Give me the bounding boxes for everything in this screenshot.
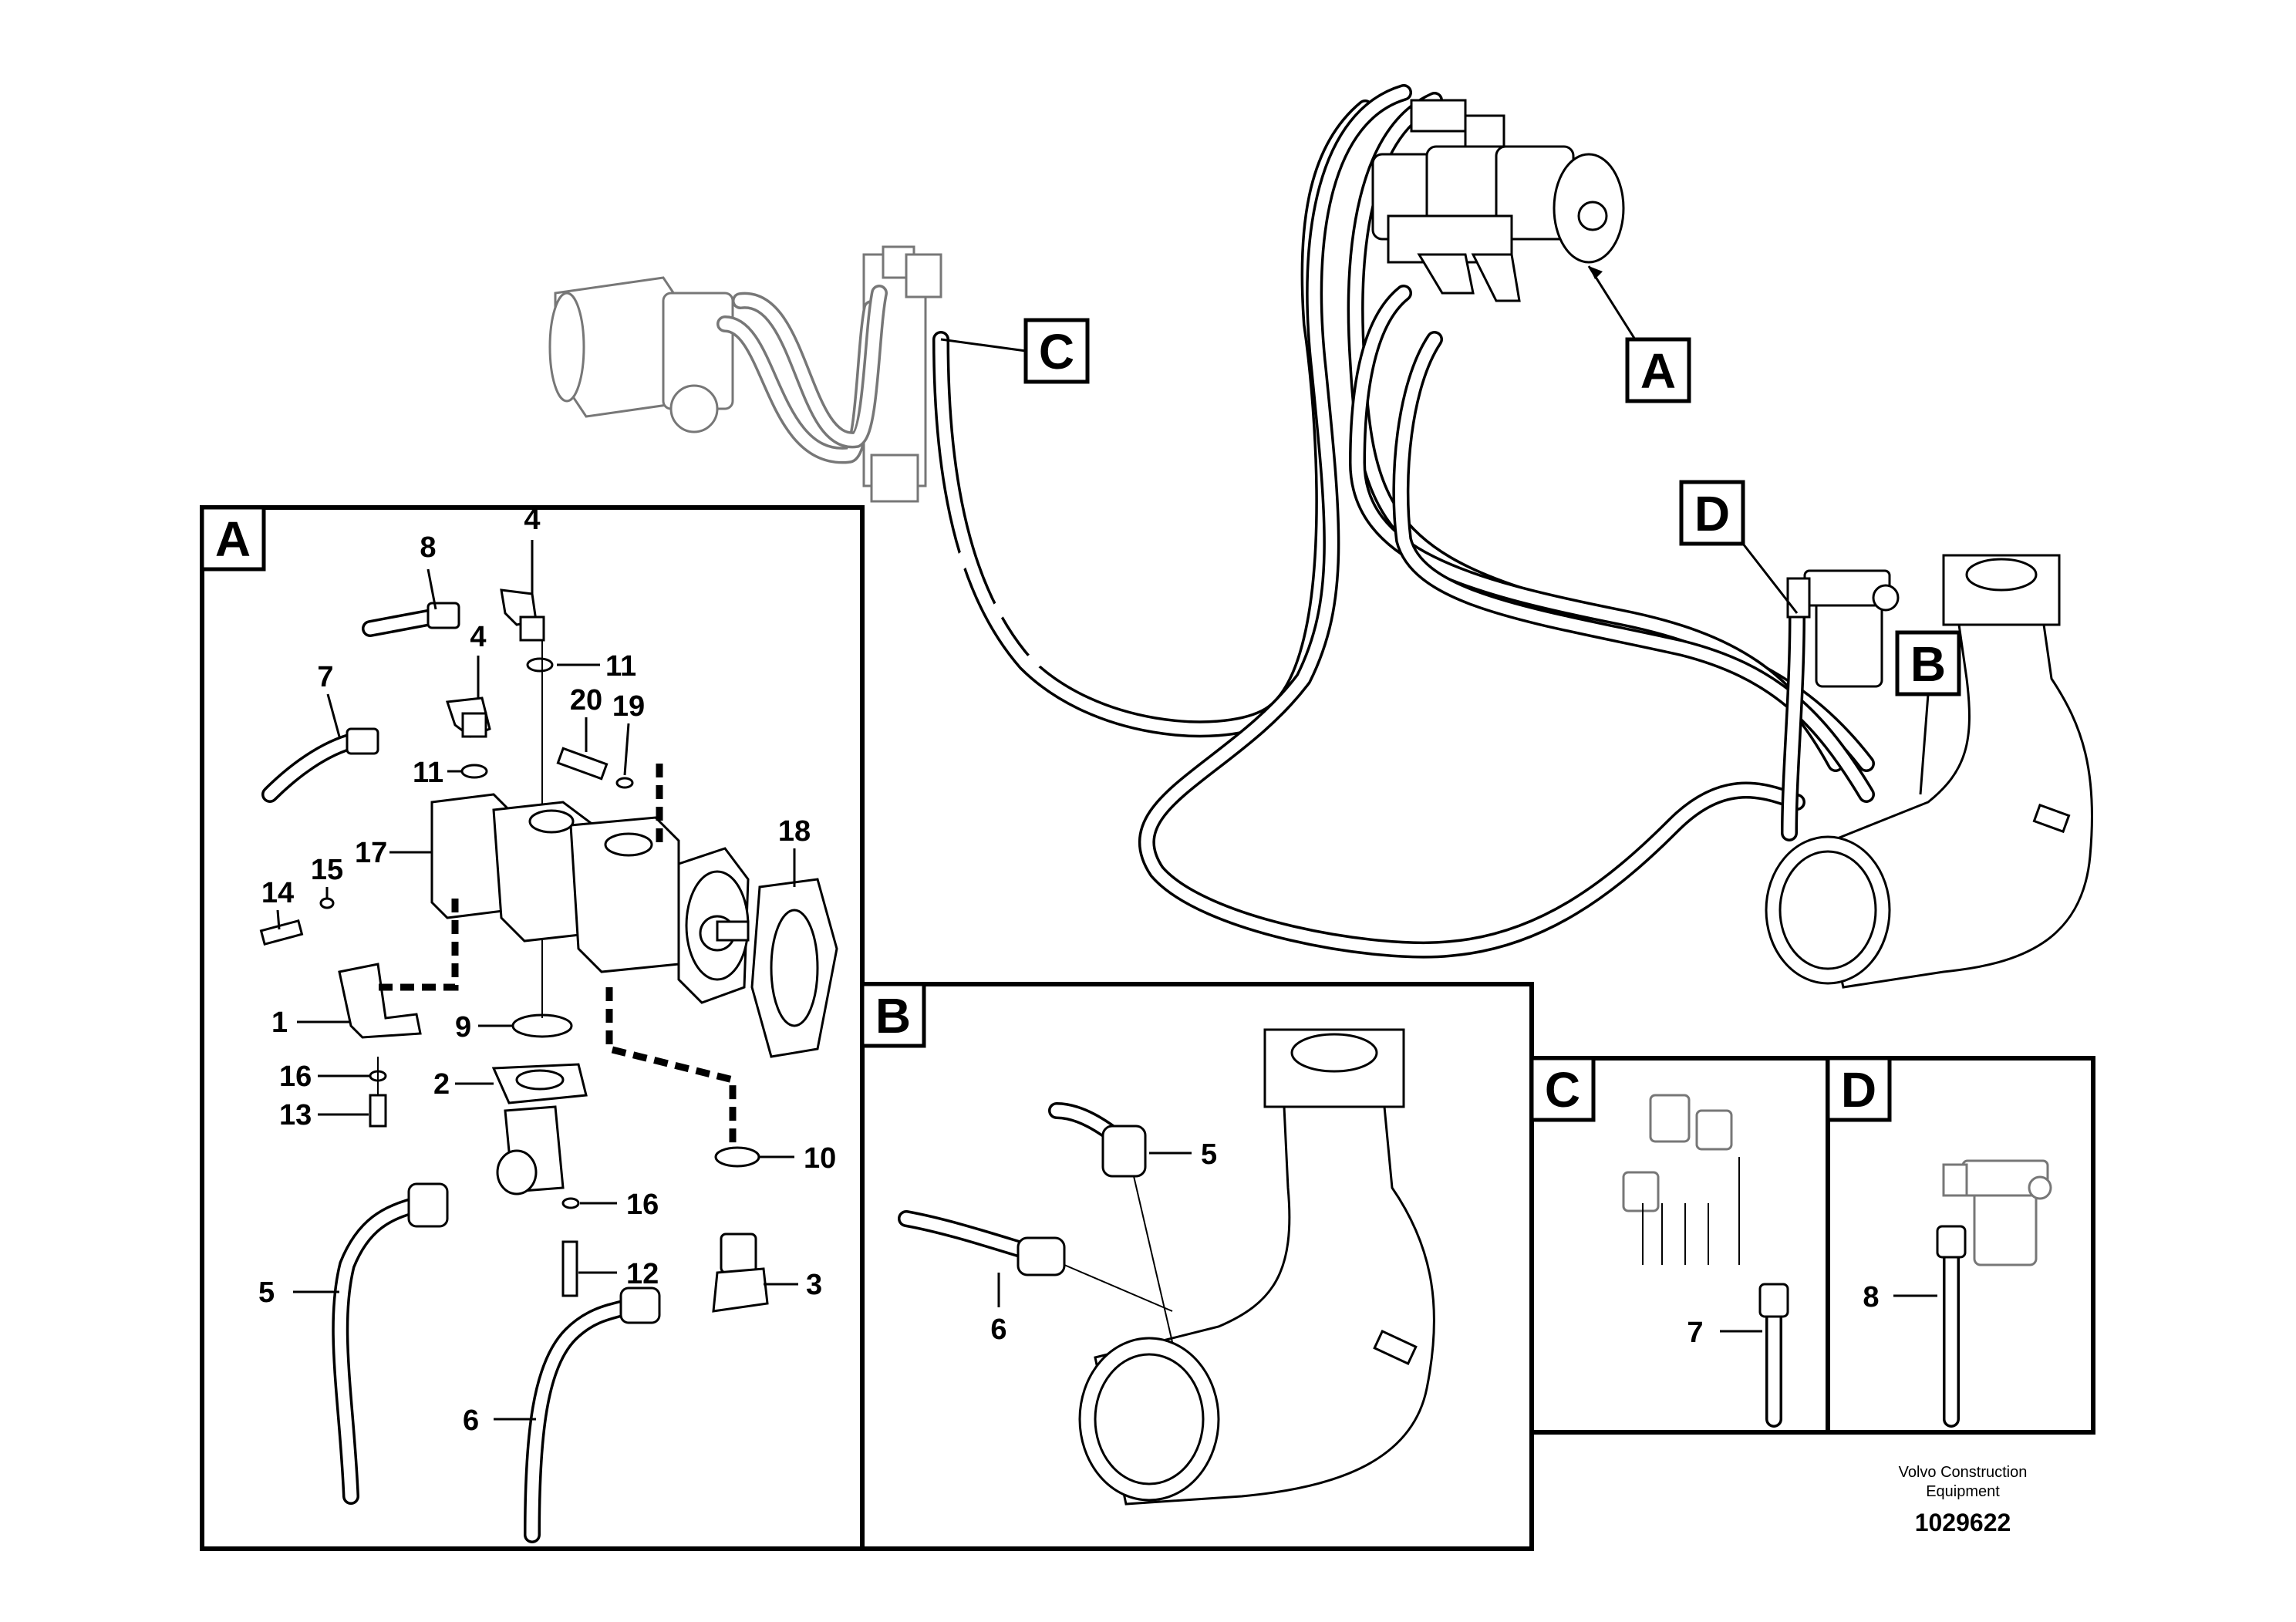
overview-elbow-pipe	[1765, 554, 2094, 989]
overview-filter	[1786, 569, 1900, 688]
inset-a-leaders	[276, 540, 798, 1421]
overview-tag-c: C	[1039, 324, 1074, 379]
inset-b-tag: B	[875, 988, 911, 1044]
inset-d-tag: D	[1841, 1062, 1876, 1118]
overview-tag-b: B	[1910, 636, 1946, 692]
drawing-footer: Volvo Construction Equipment 1029622	[1899, 1464, 2028, 1536]
inset-d: D 8	[1826, 1056, 2095, 1435]
background-pump-assembly	[548, 245, 942, 503]
drawing-number: 1029622	[1915, 1509, 2011, 1536]
callout-5-hose-inset-b: 5	[1201, 1138, 1217, 1171]
overview-pump	[1371, 99, 1625, 302]
overview-drawing: C A D B	[548, 84, 2094, 989]
callout-19-washer: 19	[612, 690, 645, 723]
callout-4-elbow-upper: 4	[524, 504, 540, 536]
callout-8-hose: 8	[420, 531, 436, 564]
callout-6-hose-inset-b: 6	[990, 1313, 1006, 1346]
callout-1-bracket: 1	[271, 1007, 288, 1039]
callout-14-bolt: 14	[261, 877, 294, 909]
inset-a: A	[200, 504, 865, 1551]
callout-2-flange: 2	[433, 1068, 450, 1101]
callout-4-elbow-lower: 4	[470, 621, 486, 653]
callout-20-bolt: 20	[570, 684, 602, 717]
callout-9-oring: 9	[455, 1011, 471, 1044]
callout-15-washer: 15	[311, 854, 343, 886]
callout-6-hose-inset-a: 6	[463, 1404, 479, 1437]
overview-view-tags: C A D B	[940, 265, 1961, 795]
callout-7-hose: 7	[317, 661, 333, 693]
inset-c: C 7	[1529, 1056, 1830, 1435]
overview-tag-d: D	[1694, 486, 1730, 541]
callout-16-washer-right: 16	[626, 1189, 659, 1221]
callout-17-pump: 17	[355, 837, 387, 869]
inset-a-tag: A	[215, 511, 251, 567]
callout-8-hose-inset-d: 8	[1863, 1281, 1879, 1313]
callout-11-oring-lower: 11	[413, 757, 443, 789]
main-hose-runs	[932, 84, 1875, 959]
company-name-line1: Volvo Construction	[1899, 1464, 2028, 1481]
callout-12-bolt: 12	[626, 1258, 659, 1290]
callout-13-bolt: 13	[279, 1099, 312, 1131]
callout-11-oring-upper: 11	[605, 650, 636, 683]
callout-16-washer-left: 16	[279, 1061, 312, 1093]
callout-10-oring: 10	[804, 1142, 836, 1175]
company-name-line2: Equipment	[1926, 1483, 2000, 1500]
callout-3-fitting: 3	[806, 1269, 822, 1301]
callout-18-gasket: 18	[778, 815, 811, 848]
inset-c-tag: C	[1545, 1062, 1580, 1118]
inset-b: B 5 6	[860, 982, 1534, 1551]
overview-tag-a: A	[1640, 343, 1676, 399]
callout-5-hose-inset-a: 5	[258, 1276, 275, 1309]
callout-7-hose-inset-c: 7	[1687, 1317, 1703, 1349]
inset-a-callouts: 8 4 4 7 11 11 20 19 17 18 14 15 1 9 16 1…	[258, 504, 836, 1437]
